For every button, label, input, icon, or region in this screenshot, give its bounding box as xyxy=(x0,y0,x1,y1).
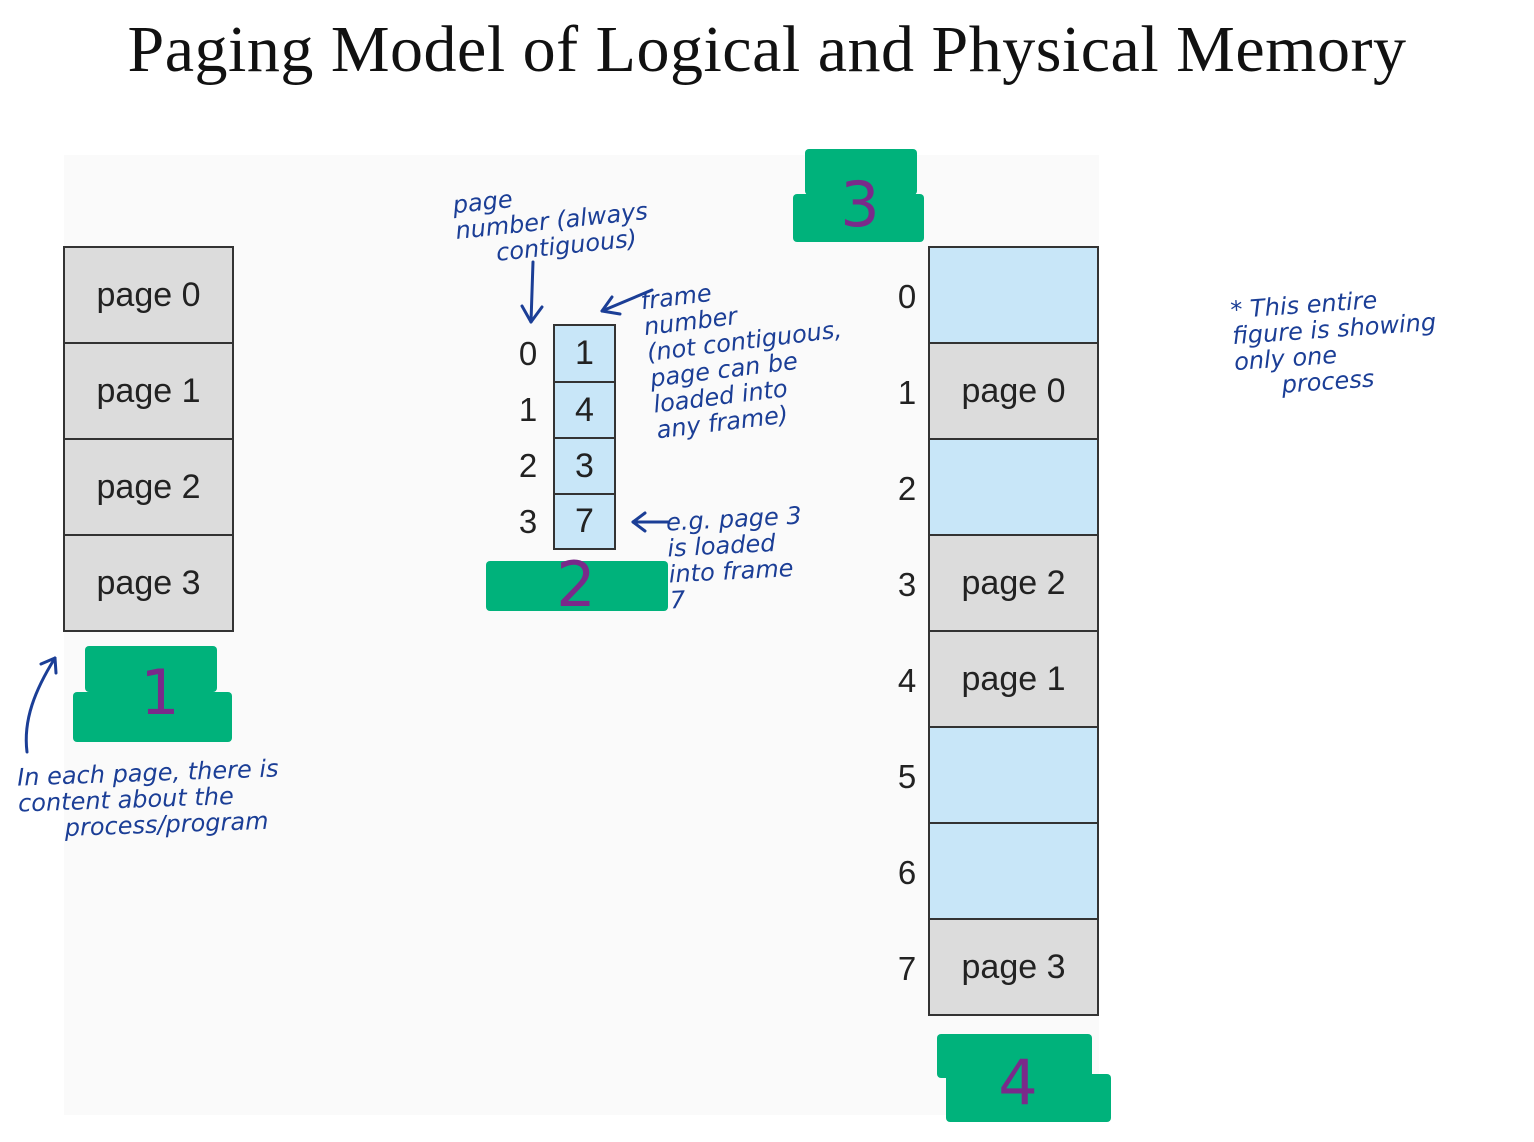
diagram-background xyxy=(64,155,1099,1115)
frame-number: 3 xyxy=(553,437,616,495)
page-title: Paging Model of Logical and Physical Mem… xyxy=(127,13,1407,86)
frame-number: 7 xyxy=(553,493,616,550)
page-number: 3 xyxy=(518,503,538,540)
arrow-to-frame-column xyxy=(600,288,654,313)
frame-index: 4 xyxy=(897,662,917,699)
page-number: 0 xyxy=(518,335,538,372)
marker-tag-2 xyxy=(486,561,668,611)
physical-frame: page 1 xyxy=(928,630,1099,728)
marker-tag-4-bottom xyxy=(946,1074,1111,1122)
marker-label-2: 2 xyxy=(556,548,596,621)
frame-index: 3 xyxy=(897,566,917,603)
frame-number: 4 xyxy=(553,381,616,439)
marker-label-4: 4 xyxy=(998,1046,1038,1119)
marker-tag-1-bottom xyxy=(73,692,232,742)
marker-tag-1-top xyxy=(85,646,217,692)
physical-frame: page 2 xyxy=(928,534,1099,632)
logical-page: page 3 xyxy=(63,534,234,632)
frame-index: 0 xyxy=(897,278,917,315)
marker-label-1: 1 xyxy=(140,656,180,729)
physical-frame-empty xyxy=(928,726,1099,824)
logical-page: page 0 xyxy=(63,246,234,344)
page-number: 2 xyxy=(518,447,538,484)
marker-tag-3-bottom xyxy=(793,194,924,242)
arrow-to-page-numbers xyxy=(529,260,535,324)
marker-tag-4-top xyxy=(937,1034,1092,1078)
frame-index: 2 xyxy=(897,470,917,507)
physical-frame-empty xyxy=(928,246,1099,344)
frame-index: 7 xyxy=(897,950,917,987)
marker-tag-3-top xyxy=(805,149,917,195)
arrow-to-logical-memory xyxy=(24,656,57,754)
marker-label-3: 3 xyxy=(840,168,880,241)
physical-frame: page 3 xyxy=(928,918,1099,1016)
frame-index: 1 xyxy=(897,374,917,411)
frame-index: 6 xyxy=(897,854,917,891)
physical-frame-empty xyxy=(928,822,1099,920)
frame-index: 5 xyxy=(897,758,917,795)
logical-page: page 1 xyxy=(63,342,234,440)
page-number: 1 xyxy=(518,391,538,428)
